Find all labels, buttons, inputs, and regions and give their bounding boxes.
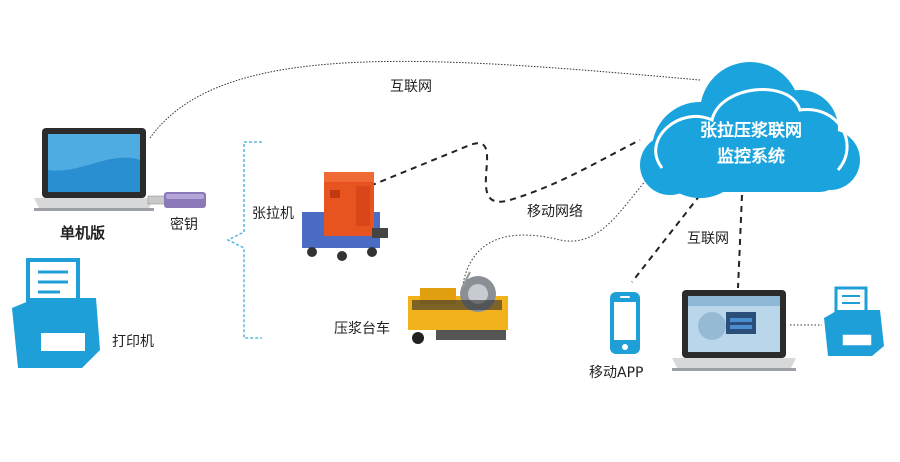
- tensioner-label: 张拉机: [252, 206, 294, 222]
- dashed-link-cloud-phone: [631, 194, 701, 283]
- internet-right-label: 互联网: [687, 231, 729, 247]
- mobile-app-label: 移动APP: [589, 365, 644, 381]
- mobile-network-link-cart-cloud: [461, 177, 649, 291]
- mobile-network-label: 移动网络: [527, 204, 583, 220]
- cloud-title: 张拉压浆联网 监控系统: [676, 118, 826, 170]
- cloud-title-line2: 监控系统: [717, 147, 785, 167]
- dashed-link-tensioner-cloud: [359, 139, 641, 203]
- printer-right-icon: [824, 286, 884, 356]
- phone-icon: [610, 292, 640, 354]
- cloud-icon: [640, 62, 860, 198]
- grout-cart-icon: [408, 271, 508, 344]
- key-label: 密钥: [170, 217, 198, 233]
- printer-left-icon: [12, 258, 100, 368]
- usb-key-icon: [147, 192, 206, 208]
- laptop-icon: [34, 128, 154, 211]
- grout-cart-label: 压浆台车: [334, 321, 390, 337]
- monitor-laptop-icon: [672, 290, 796, 371]
- printer-left-label: 打印机: [112, 334, 154, 350]
- internet-top-label: 互联网: [390, 79, 432, 95]
- tensioner-machine-icon: [302, 172, 388, 261]
- dashed-link-cloud-monitor: [737, 194, 743, 289]
- internet-link-laptop-cloud: [149, 60, 701, 139]
- standalone-label: 单机版: [60, 224, 106, 242]
- cloud-title-line1: 张拉压浆联网: [700, 121, 802, 141]
- device-group-bracket: [226, 141, 262, 339]
